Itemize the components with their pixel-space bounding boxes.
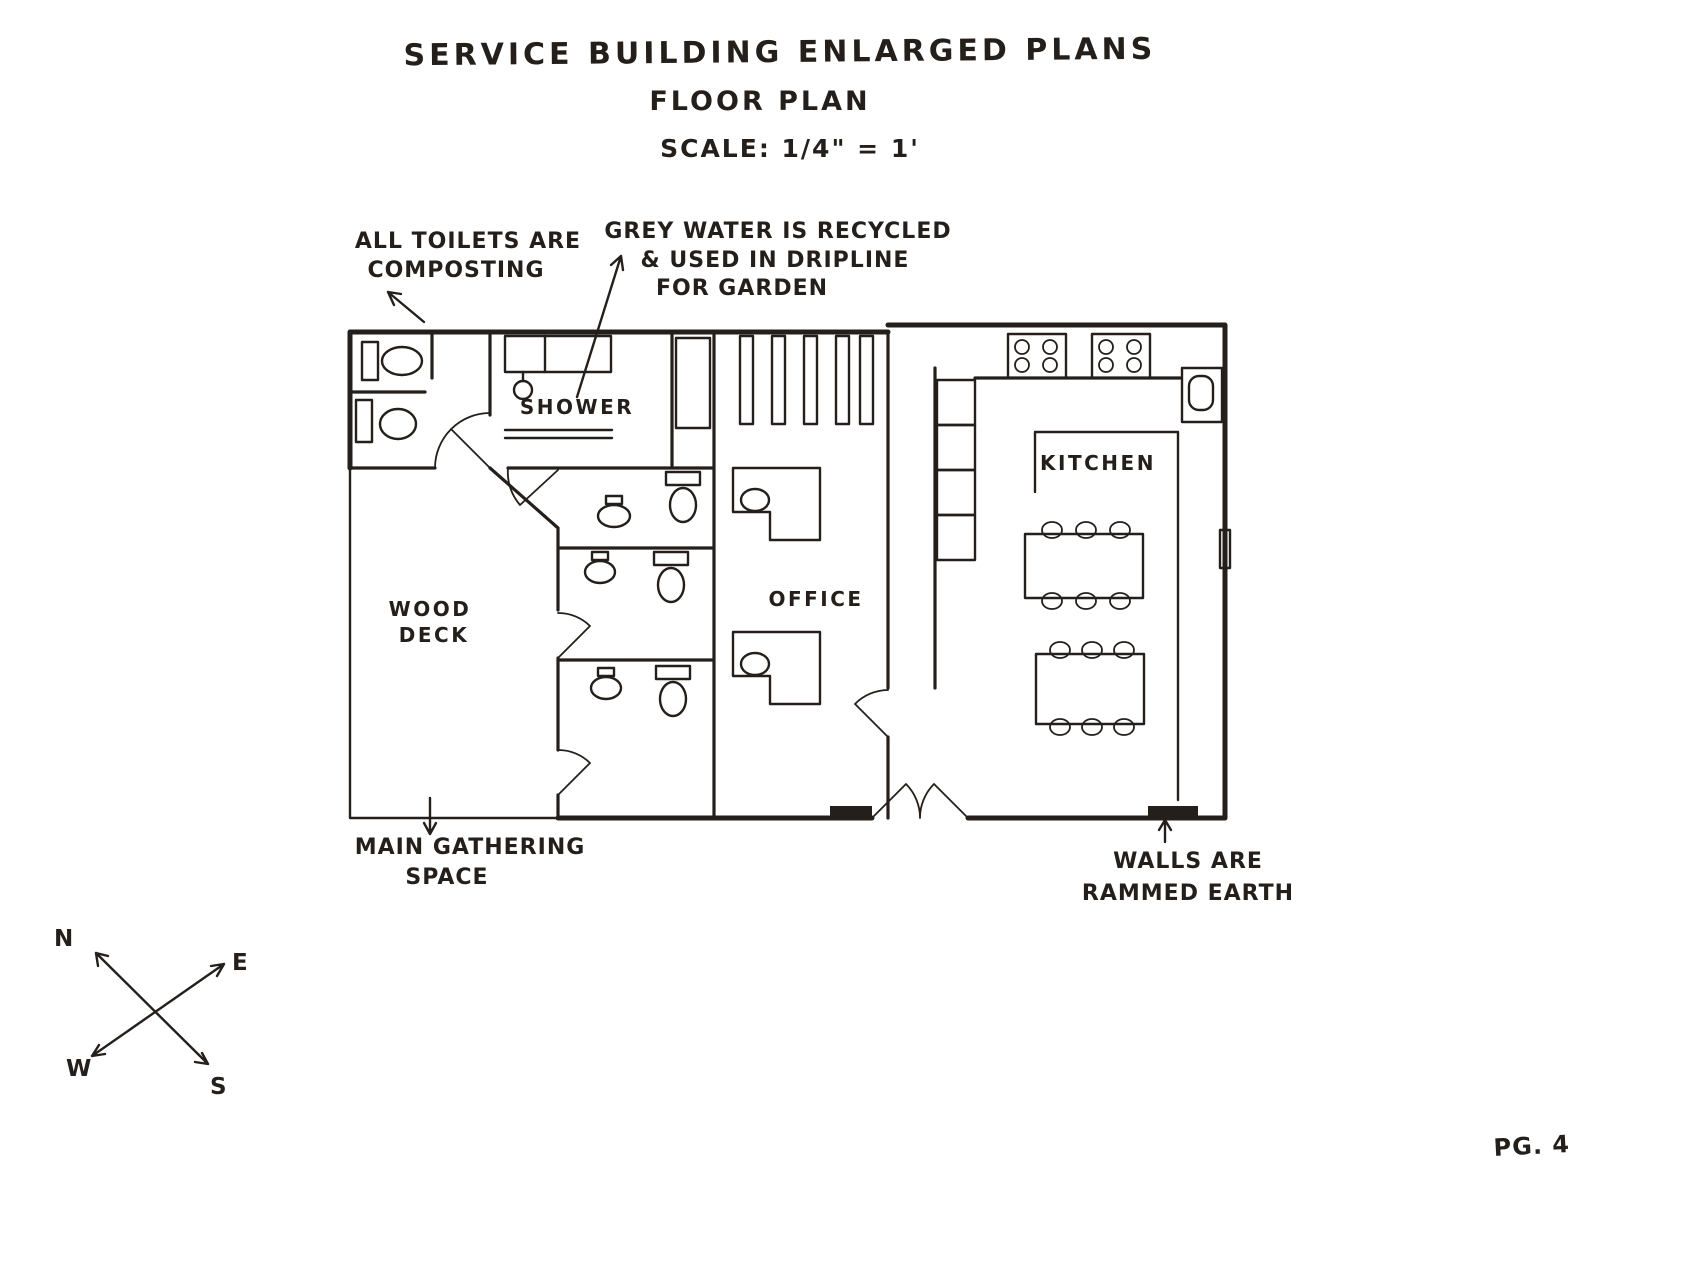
chair-icon — [1081, 641, 1103, 659]
bath-stalls — [583, 470, 702, 718]
header: SERVICE BUILDING ENLARGED PLANS FLOOR PL… — [403, 32, 1156, 163]
shower-threshold-lines — [503, 428, 614, 440]
annotation-text: RAMMED EARTH — [1082, 881, 1294, 906]
desk-2 — [731, 630, 822, 706]
compass-rose: N E W S — [54, 926, 248, 1100]
compass-east-label: E — [232, 950, 248, 976]
dining-table-1 — [1023, 521, 1145, 610]
chair-icon — [1075, 592, 1097, 610]
compass-south-label: S — [210, 1074, 227, 1100]
threshold-block-right — [1148, 806, 1198, 818]
storage-cabinet — [674, 336, 712, 430]
sink-icon-c — [589, 666, 623, 701]
shower-stall — [503, 334, 613, 374]
chair-icon — [1075, 521, 1097, 539]
annotation-text: SPACE — [405, 865, 488, 890]
toilet-icon-stall-c — [654, 664, 692, 718]
deck-edge-path — [348, 466, 560, 820]
annotation-greywater: GREY WATER IS RECYCLED & USED IN DRIPLIN… — [575, 219, 951, 399]
dining-table-2 — [1034, 641, 1146, 736]
office-label: OFFICE — [768, 587, 863, 611]
annotation-gathering-space: MAIN GATHERING SPACE — [355, 796, 586, 890]
annotation-arrow — [575, 254, 625, 399]
shower-head-icon — [512, 370, 534, 401]
annotation-arrow — [1157, 818, 1173, 844]
threshold-block-left — [830, 806, 872, 818]
sink-icon-b — [583, 550, 617, 585]
annotation-composting-toilets: ALL TOILETS ARE COMPOSTING — [355, 229, 581, 324]
shower-room: SHOWER — [503, 334, 634, 440]
annotation-arrow — [422, 796, 438, 836]
kitchen-sink-icon — [1180, 366, 1224, 424]
chair-icon — [1113, 718, 1135, 736]
locker-bank — [738, 334, 875, 426]
annotation-text: MAIN GATHERING — [355, 835, 586, 860]
sheet-scale: SCALE: 1/4" = 1' — [660, 134, 920, 163]
compass-north-label: N — [54, 926, 73, 952]
door-swings-path — [434, 412, 969, 819]
annotation-text: COMPOSTING — [367, 258, 544, 283]
annotation-arrow — [386, 290, 426, 324]
walls — [347, 322, 1232, 821]
kitchen-counter-path — [1033, 430, 1180, 802]
annotations: ALL TOILETS ARE COMPOSTING GREY WATER IS… — [355, 219, 1294, 906]
annotation-rammed-earth: WALLS ARE RAMMED EARTH — [1082, 818, 1294, 906]
annotation-text: WALLS ARE — [1113, 849, 1263, 874]
interior-walls-path — [348, 330, 1182, 820]
toilet-tank — [354, 398, 374, 444]
exterior-walls-path — [347, 322, 1228, 821]
chair-icon — [1049, 718, 1071, 736]
wood-deck: WOOD DECK — [389, 597, 472, 647]
kitchen-label: KITCHEN — [1040, 451, 1156, 475]
wood-deck-label-line1: WOOD — [389, 597, 472, 621]
stove-icon-2 — [1090, 332, 1152, 380]
chair-icon — [1049, 641, 1071, 659]
office: OFFICE — [674, 334, 875, 706]
toilet-tank — [360, 340, 380, 382]
compass-west-label: W — [66, 1056, 91, 1082]
chair-icon — [1109, 592, 1131, 610]
wood-deck-label-line2: DECK — [399, 623, 469, 647]
annotation-text: FOR GARDEN — [656, 276, 828, 301]
chair-icon — [1113, 641, 1135, 659]
annotation-text: ALL TOILETS ARE — [355, 229, 581, 254]
kitchen: KITCHEN — [935, 332, 1224, 736]
compass-arrows — [90, 951, 226, 1066]
doors — [434, 412, 969, 819]
annotation-text: GREY WATER IS RECYCLED — [604, 219, 951, 244]
stove-icon-1 — [1006, 332, 1068, 380]
window-marker — [1218, 528, 1232, 570]
chair-icon — [739, 651, 771, 677]
cabinet-column — [935, 378, 977, 562]
chair-icon — [1109, 521, 1131, 539]
chair-icon — [1081, 718, 1103, 736]
toilet-room — [354, 340, 424, 444]
sink-icon-a — [596, 494, 632, 529]
page-number: PG. 4 — [1493, 1130, 1571, 1162]
sheet-subtitle: FLOOR PLAN — [649, 86, 870, 117]
shower-label: SHOWER — [520, 395, 634, 419]
sheet-title: SERVICE BUILDING ENLARGED PLANS — [403, 32, 1156, 74]
chair-icon — [739, 487, 771, 513]
annotation-text: & USED IN DRIPLINE — [641, 248, 910, 273]
toilet-icon-stall-b — [652, 550, 690, 604]
toilet-icon-stall-a — [664, 470, 702, 524]
desk-1 — [731, 466, 822, 542]
toilet-icon-2 — [354, 398, 418, 444]
toilet-bowl — [378, 407, 418, 441]
toilet-bowl — [380, 345, 424, 377]
chair-icon — [1041, 521, 1063, 539]
chair-icon — [1041, 592, 1063, 610]
toilet-icon-1 — [360, 340, 424, 382]
